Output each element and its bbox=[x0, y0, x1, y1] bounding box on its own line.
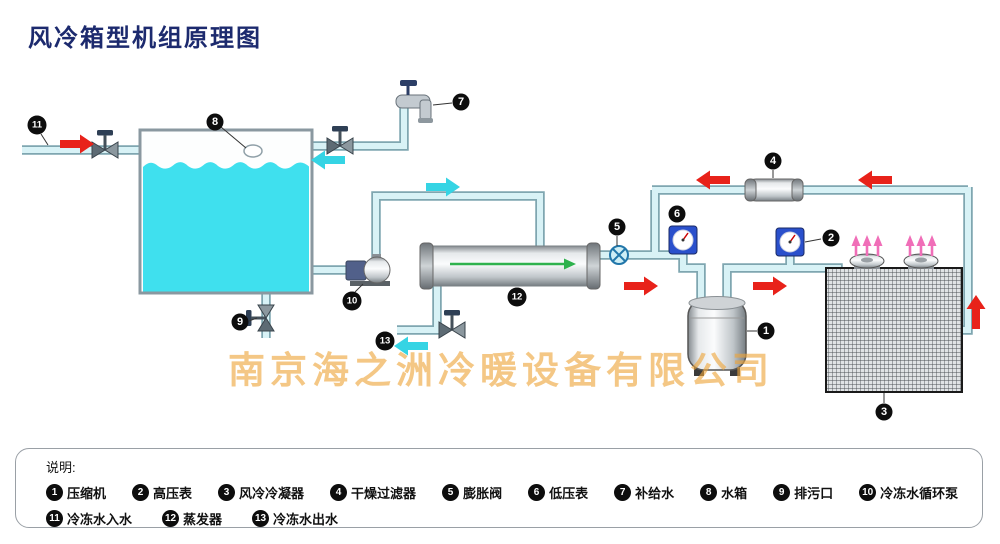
legend-item-number: 4 bbox=[330, 484, 348, 501]
legend-item-number: 7 bbox=[614, 484, 632, 501]
legend-item-label: 压缩机 bbox=[67, 486, 107, 501]
label-badge-2: 2 bbox=[822, 229, 840, 247]
label-badge-1: 1 bbox=[757, 322, 775, 340]
legend-item-label: 冷冻水入水 bbox=[67, 512, 133, 527]
label-badge-13: 13 bbox=[375, 331, 395, 351]
legend-item-label: 冷冻水循环泵 bbox=[880, 486, 959, 501]
label-badge-12: 12 bbox=[507, 287, 527, 307]
fan-airflow-arrows bbox=[852, 235, 883, 256]
legend-item-number: 1 bbox=[46, 484, 63, 501]
legend-item-number: 2 bbox=[132, 484, 150, 501]
svg-text:8: 8 bbox=[212, 116, 218, 128]
label-badge-8: 8 bbox=[206, 113, 224, 131]
legend-item-label: 膨胀阀 bbox=[463, 486, 503, 501]
label-badge-3: 3 bbox=[875, 403, 893, 421]
legend-item-number: 8 bbox=[700, 484, 718, 501]
legend-item-number: 5 bbox=[442, 484, 460, 501]
tank-water bbox=[143, 162, 309, 292]
svg-text:1: 1 bbox=[763, 325, 769, 337]
high-pressure-gauge bbox=[775, 227, 805, 257]
compressor-vessel bbox=[687, 296, 747, 376]
legend-item-label: 蒸发器 bbox=[183, 512, 223, 527]
svg-text:5: 5 bbox=[614, 221, 620, 233]
dry-filter bbox=[744, 178, 804, 202]
svg-text:2: 2 bbox=[828, 232, 834, 244]
expansion-valve-icon bbox=[609, 245, 629, 265]
label-badge-6: 6 bbox=[668, 205, 686, 223]
leader-lines bbox=[40, 102, 885, 403]
svg-text:6: 6 bbox=[674, 208, 680, 220]
label-badge-10: 10 bbox=[342, 291, 362, 311]
outlet-valve-icon bbox=[437, 308, 467, 340]
legend-item-number: 12 bbox=[162, 510, 180, 527]
fan-icon bbox=[849, 253, 885, 270]
legend-item: 11 冷冻水入水 bbox=[46, 509, 132, 528]
water-tank bbox=[138, 128, 314, 295]
low-pressure-gauge bbox=[668, 225, 698, 255]
svg-text:4: 4 bbox=[770, 155, 777, 167]
condenser-coil bbox=[825, 267, 963, 393]
fan-icon bbox=[903, 253, 939, 270]
float-ball-icon bbox=[243, 144, 263, 158]
legend-item-label: 高压表 bbox=[153, 486, 193, 501]
legend-item-number: 13 bbox=[252, 510, 270, 527]
label-badge-9: 9 bbox=[231, 313, 249, 331]
flow-arrow-red-right bbox=[624, 276, 658, 296]
page-title: 风冷箱型机组原理图 bbox=[28, 24, 262, 52]
legend-item-number: 11 bbox=[46, 510, 63, 527]
legend-item-number: 9 bbox=[773, 484, 791, 501]
legend-item-label: 排污口 bbox=[794, 486, 834, 501]
label-badge-7: 7 bbox=[452, 93, 470, 111]
legend-item-label: 干燥过滤器 bbox=[351, 486, 417, 501]
label-badge-4: 4 bbox=[764, 152, 782, 170]
svg-text:10: 10 bbox=[347, 296, 358, 307]
evaporator-vessel bbox=[419, 242, 601, 290]
water-pump bbox=[345, 254, 391, 286]
legend-item-label: 水箱 bbox=[721, 486, 748, 501]
svg-text:13: 13 bbox=[380, 336, 391, 347]
legend-heading: 说明: bbox=[46, 460, 76, 475]
fan-airflow-arrows bbox=[906, 235, 937, 256]
legend-item: 1 压缩机 bbox=[46, 483, 106, 502]
svg-text:7: 7 bbox=[458, 96, 464, 108]
flow-arrow-green bbox=[450, 258, 576, 270]
svg-text:12: 12 bbox=[512, 292, 523, 303]
legend-item-number: 6 bbox=[528, 484, 546, 501]
legend-item-number: 3 bbox=[218, 484, 236, 501]
label-badge-11: 11 bbox=[27, 115, 47, 135]
svg-text:9: 9 bbox=[237, 316, 243, 328]
legend-item-label: 低压表 bbox=[549, 486, 589, 501]
faucet-icon bbox=[395, 80, 433, 123]
flow-arrow-cyan-left bbox=[394, 336, 428, 356]
legend-item-label: 补给水 bbox=[635, 486, 675, 501]
svg-text:3: 3 bbox=[881, 406, 887, 418]
label-badge-5: 5 bbox=[608, 218, 626, 236]
svg-text:11: 11 bbox=[32, 120, 43, 131]
legend-item-label: 风冷冷凝器 bbox=[239, 486, 305, 501]
flow-arrow-red-right bbox=[753, 276, 787, 296]
legend-item-label: 冷冻水出水 bbox=[273, 512, 339, 527]
legend-item-number: 10 bbox=[859, 484, 877, 501]
